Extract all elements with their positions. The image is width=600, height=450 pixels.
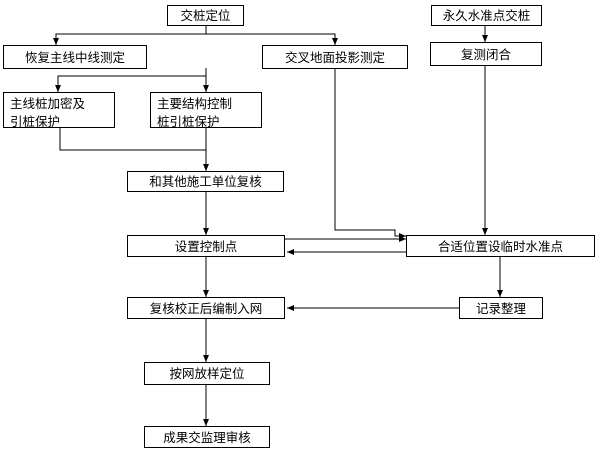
node-record: 记录整理: [459, 297, 543, 319]
node-label-line1: 主线桩加密及: [10, 96, 86, 111]
node-densify-protect: 主线桩加密及 引桩保护: [3, 92, 115, 129]
connector-stake-to-crossing: [206, 33, 338, 45]
node-label: 交叉地面投影测定: [284, 49, 385, 65]
node-restore-centerline: 恢复主线中线测定: [3, 45, 147, 69]
node-label: 按网放样定位: [169, 366, 245, 381]
node-set-control: 设置控制点: [127, 235, 285, 257]
node-label-line2: 桩引桩保护: [157, 114, 220, 129]
node-label: 设置控制点: [174, 238, 238, 254]
node-label: 复核校正后编制入网: [149, 300, 263, 316]
node-label: 合适位置设临时水准点: [437, 238, 563, 254]
node-label-line2: 引桩保护: [10, 114, 61, 129]
node-label: 记录整理: [475, 300, 526, 316]
node-label: 恢复主线中线测定: [24, 49, 125, 65]
node-cross-check: 和其他施工单位复核: [127, 171, 284, 192]
node-temp-benchmark: 合适位置设临时水准点: [406, 235, 595, 257]
node-label: 复测闭合: [460, 46, 511, 62]
node-label: 永久水准点交桩: [442, 8, 531, 23]
node-stake-handover: 交桩定位: [167, 5, 244, 26]
connector-densify-to-merge: [59, 127, 206, 151]
node-label: 交桩定位: [180, 8, 231, 23]
node-structure-protect: 主要结构控制 桩引桩保护: [150, 92, 262, 129]
node-benchmark-handover: 永久水准点交桩: [431, 5, 542, 26]
node-label: 成果交监理审核: [163, 429, 251, 445]
node-crossing-projection: 交叉地面投影测定: [262, 45, 408, 69]
node-label-line1: 主要结构控制: [157, 96, 233, 111]
connector-stake-to-branches: [53, 25, 207, 45]
node-label: 和其他施工单位复核: [149, 174, 262, 189]
connector-centerline-to-densify: [55, 68, 207, 92]
connector-crossing-to-temp: [334, 68, 406, 239]
node-correct-network: 复核校正后编制入网: [127, 297, 285, 319]
node-recheck-closure: 复测闭合: [430, 42, 542, 66]
node-stakeout: 按网放样定位: [144, 362, 270, 385]
node-submit: 成果交监理审核: [144, 426, 270, 448]
